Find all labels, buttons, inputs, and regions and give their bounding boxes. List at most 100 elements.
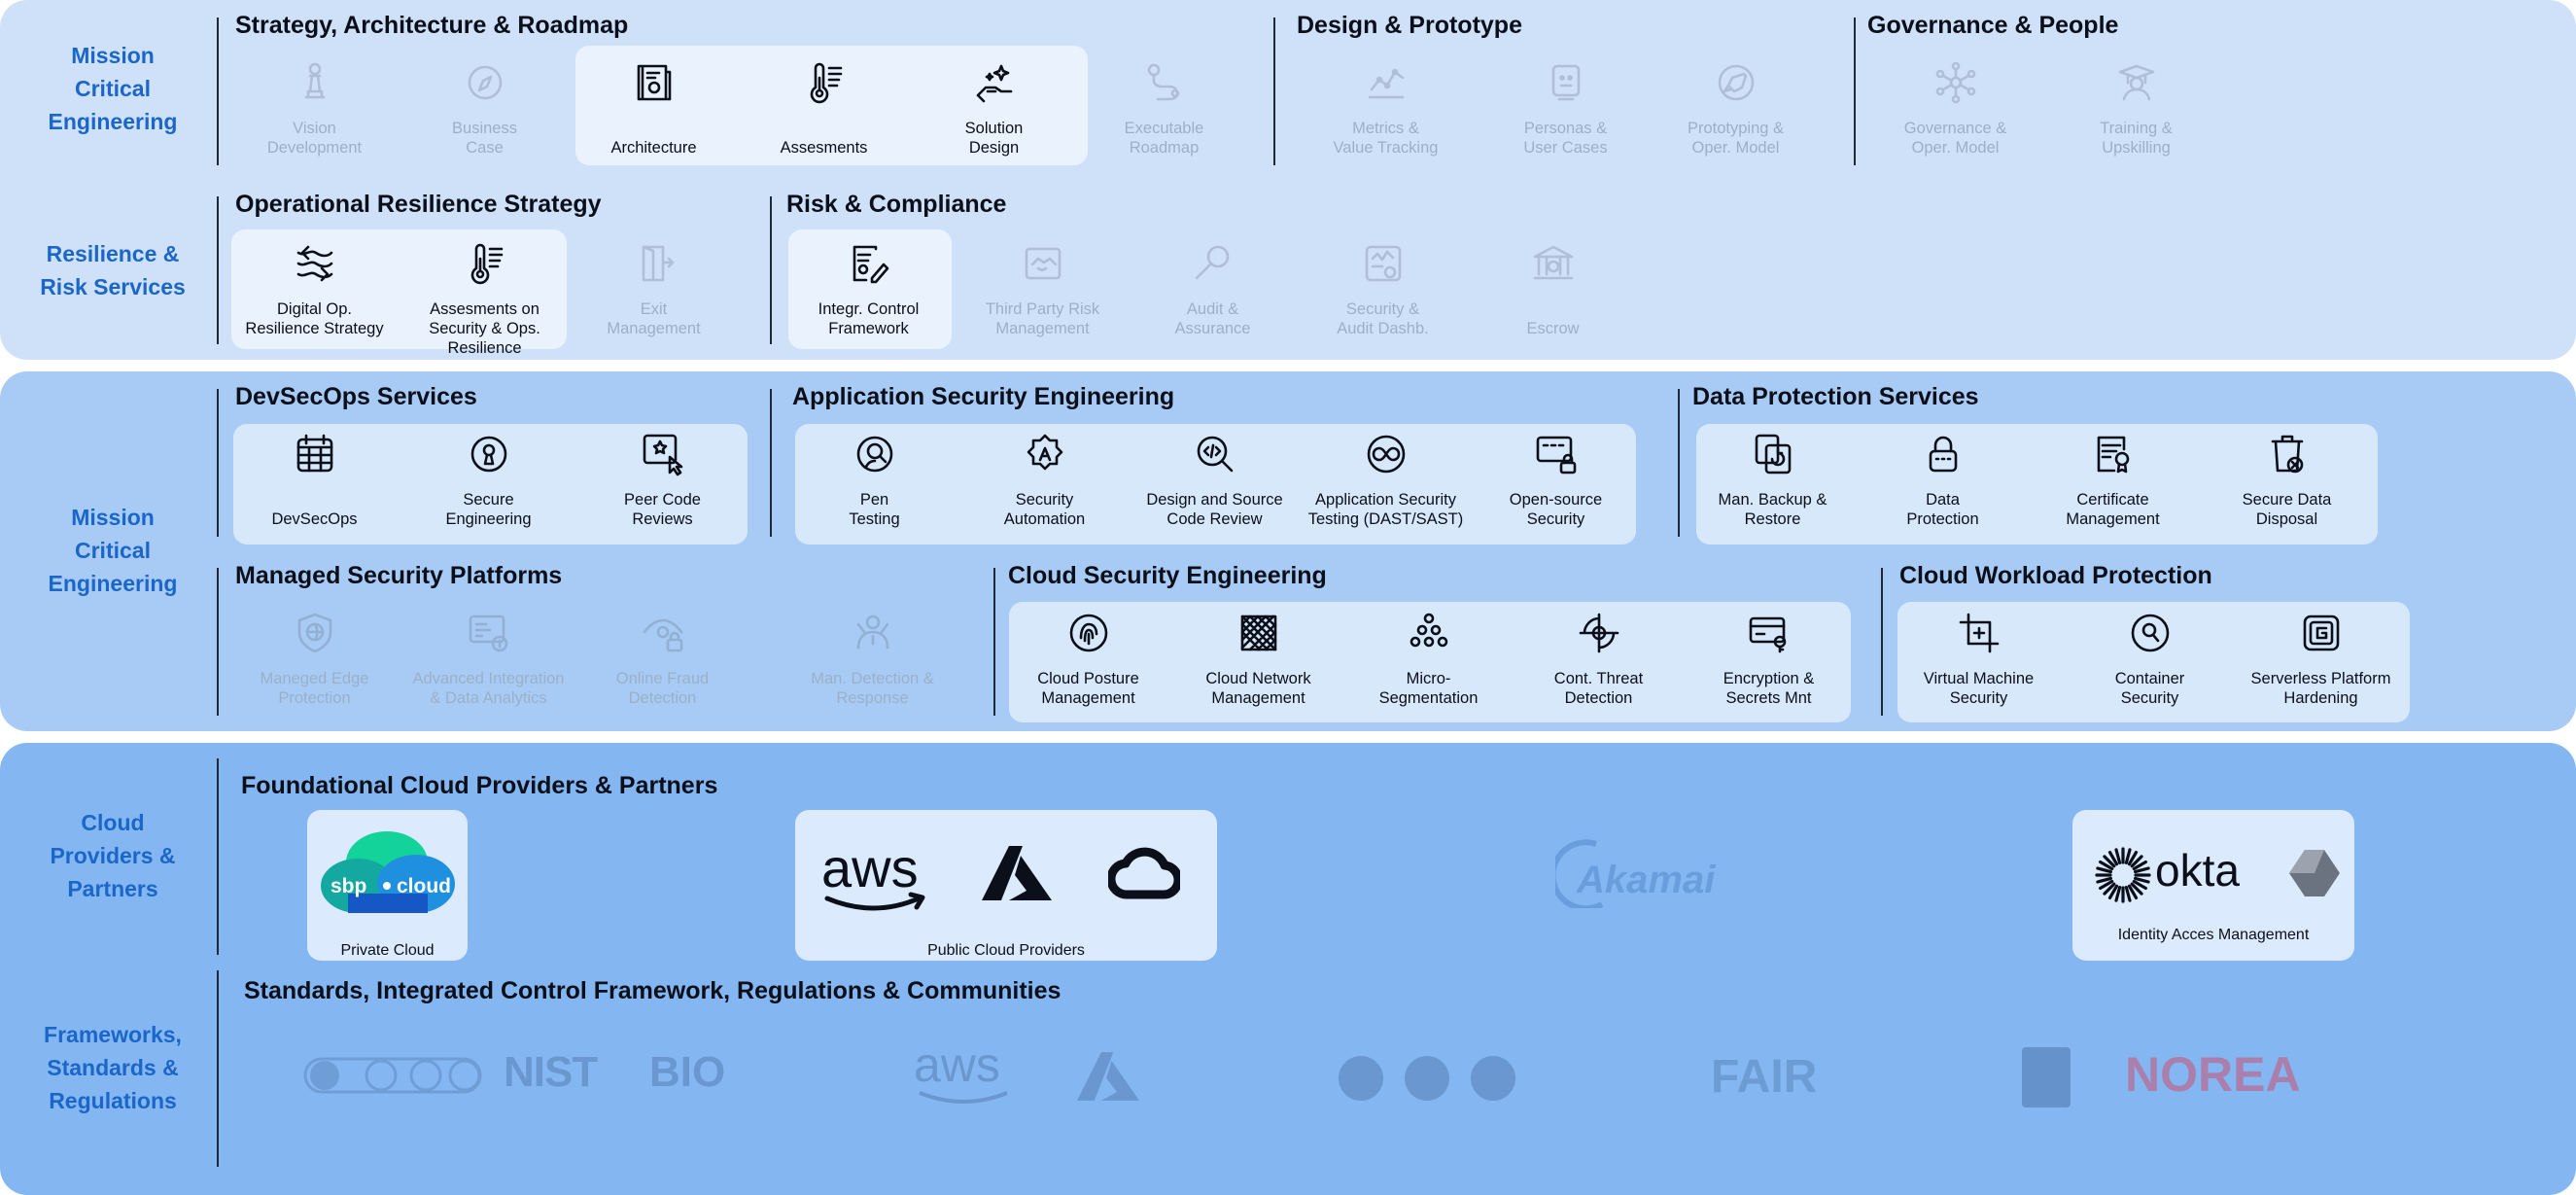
cloud-text: cloud	[397, 875, 451, 897]
service-tile[interactable]: Digital Op.Resilience Strategy	[227, 239, 402, 338]
divider	[770, 389, 772, 537]
row-label-frameworks: Frameworks,Standards &Regulations	[0, 1018, 226, 1117]
hand-sparkle-icon	[970, 58, 1019, 107]
service-tile[interactable]: DevSecOps	[227, 430, 402, 529]
service-tile[interactable]: Prototyping &Oper. Model	[1649, 58, 1824, 158]
public-cloud-caption: Public Cloud Providers	[927, 942, 1085, 959]
service-tile[interactable]: Security &Audit Dashb.	[1296, 239, 1471, 338]
divider	[217, 196, 219, 344]
service-tile[interactable]: Governance &Oper. Model	[1868, 58, 2043, 158]
row-label-line: Standards &	[47, 1055, 179, 1080]
section-title-foundational: Foundational Cloud Providers & Partners	[241, 772, 718, 799]
service-tile[interactable]: Personas &User Cases	[1479, 58, 1654, 158]
service-label: Audit &Assurance	[1174, 300, 1251, 337]
service-label: Man. Backup &Restore	[1718, 491, 1828, 528]
service-label: Security &Audit Dashb.	[1337, 300, 1429, 337]
service-tile[interactable]: Micro-Segmentation	[1341, 609, 1516, 708]
nist-logo: NIST	[504, 1048, 598, 1096]
azure-standards-icon	[1077, 1052, 1139, 1101]
diamond-logo-icon	[2287, 848, 2342, 898]
okta-sunburst-icon	[2094, 846, 2152, 904]
service-tile[interactable]: Man. Detection &Response	[785, 609, 960, 708]
network-icon	[1932, 58, 1980, 107]
section-title-dataprot: Data Protection Services	[1692, 383, 1979, 410]
thermometer-icon	[461, 239, 509, 288]
service-tile[interactable]: Man. Backup &Restore	[1686, 430, 1861, 529]
service-tile[interactable]: Advanced Integration& Data Analytics	[401, 609, 576, 708]
row-label-line: Engineering	[48, 571, 178, 596]
divider	[217, 18, 219, 165]
section-title-cloudsec: Cloud Security Engineering	[1008, 562, 1327, 589]
service-tile[interactable]: Assesments	[737, 58, 912, 158]
dashboard-icon	[1359, 239, 1408, 288]
card-appsec	[795, 424, 1636, 545]
mesh-icon	[1235, 609, 1283, 657]
identity-caption: Identity Acces Management	[2117, 927, 2310, 943]
row-label-line: Engineering	[48, 109, 178, 134]
eye-lock-icon	[639, 609, 687, 657]
rocket-icon	[1712, 58, 1760, 107]
row-label-line: Frameworks,	[44, 1022, 182, 1047]
section-title-design: Design & Prototype	[1297, 12, 1522, 39]
service-label: DevSecOps	[271, 510, 358, 528]
blueprint-icon	[630, 58, 679, 107]
section-title-risk: Risk & Compliance	[786, 191, 1007, 218]
service-tile[interactable]: Architecture	[567, 58, 742, 158]
card-dataprot	[1696, 424, 2378, 545]
analytics-icon	[465, 609, 513, 657]
row-label-line: Critical	[75, 76, 151, 101]
thermometer-icon	[800, 58, 849, 107]
window-lock-icon	[1532, 430, 1581, 478]
private-cloud-caption: Private Cloud	[340, 942, 435, 959]
card-risk-active	[788, 229, 952, 349]
service-label: Metrics &Value Tracking	[1333, 120, 1439, 157]
service-label: Encryption &Secrets Mnt	[1723, 670, 1815, 707]
section-title-managed: Managed Security Platforms	[235, 562, 563, 589]
row-label-line: Mission	[71, 505, 155, 530]
service-tile[interactable]: Training &Upskilling	[2049, 58, 2224, 158]
backup-icon	[1749, 430, 1797, 478]
globe-shield-icon	[291, 609, 339, 657]
service-tile[interactable]: Encryption &Secrets Mnt	[1682, 609, 1857, 708]
service-tile[interactable]: Escrow	[1466, 239, 1641, 338]
service-tile[interactable]: Audit &Assurance	[1126, 239, 1301, 338]
divider	[993, 568, 995, 716]
service-tile[interactable]: Metrics &Value Tracking	[1299, 58, 1474, 158]
